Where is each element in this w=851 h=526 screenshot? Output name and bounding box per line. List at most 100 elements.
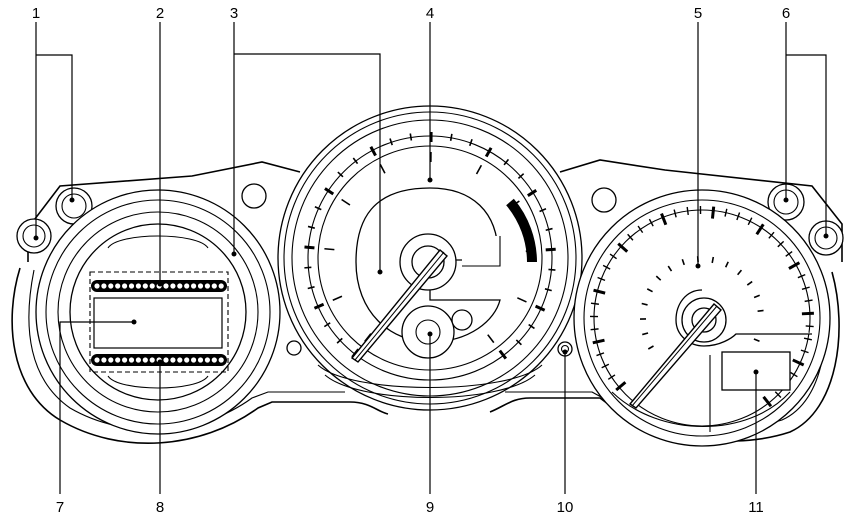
- callout-6: 6: [782, 5, 790, 22]
- scale-tick: [544, 288, 552, 292]
- scale-tick: [503, 158, 510, 166]
- scale-tick: [487, 334, 495, 344]
- indicator-light: [218, 283, 224, 289]
- right-needle: [628, 303, 722, 409]
- scale-tick: [648, 218, 654, 227]
- scale-tick: [592, 338, 605, 345]
- scale-tick: [601, 363, 610, 369]
- scale-tick: [597, 276, 606, 282]
- scale-tick: [341, 198, 351, 206]
- scale-tick: [641, 302, 648, 306]
- indicator-light: [184, 283, 190, 289]
- scale-tick: [757, 309, 764, 312]
- indicator-light: [204, 357, 210, 363]
- scale-tick: [590, 328, 599, 331]
- scale-tick: [369, 146, 377, 157]
- indicator-light: [197, 283, 204, 289]
- center-hub: [399, 233, 457, 291]
- indicator-light: [122, 357, 128, 363]
- indicator-light: [122, 283, 128, 289]
- callout-7: 7: [56, 499, 64, 516]
- indicator-light: [128, 283, 135, 289]
- scale-tick: [545, 227, 553, 231]
- callout-8: 8: [156, 499, 164, 516]
- scale-tick: [590, 302, 600, 305]
- scale-tick: [646, 288, 653, 293]
- indicator-light: [135, 357, 141, 363]
- leader-lines: [35, 22, 827, 494]
- scale-tick: [517, 297, 527, 303]
- scale-tick: [475, 164, 483, 175]
- indicator-light: [149, 283, 155, 289]
- scale-tick: [655, 275, 662, 281]
- scale-tick: [673, 209, 677, 218]
- indicator-light: [191, 357, 197, 363]
- scale-tick: [774, 391, 782, 398]
- scale-tick: [515, 339, 522, 346]
- scale-tick: [753, 294, 760, 299]
- callout-4: 4: [426, 5, 434, 22]
- scale-tick: [724, 261, 729, 268]
- scale-tick: [762, 395, 773, 408]
- scale-tick: [792, 358, 805, 367]
- indicator-light: [135, 283, 141, 289]
- scale-tick: [746, 280, 753, 286]
- indicator-light: [177, 357, 183, 363]
- leader-endpoints: [33, 177, 829, 375]
- indicator-light: [163, 357, 169, 363]
- indicator-light: [170, 357, 176, 363]
- indicator-light: [211, 357, 217, 363]
- indicator-light: [163, 283, 169, 289]
- scale-tick: [801, 311, 814, 316]
- center-redzone: [506, 198, 537, 263]
- scale-tick: [336, 337, 343, 344]
- callout-1: 1: [32, 5, 40, 22]
- scale-tick: [804, 299, 813, 303]
- callout-5: 5: [694, 5, 702, 22]
- scale-tick: [337, 171, 344, 178]
- scale-tick: [801, 286, 810, 291]
- scale-tick: [528, 323, 535, 330]
- callout-2: 2: [156, 5, 164, 22]
- scale-tick: [484, 147, 493, 158]
- scale-tick: [805, 325, 814, 328]
- scale-tick: [389, 138, 393, 146]
- scale-tick: [498, 349, 508, 360]
- indicator-light: [115, 357, 121, 363]
- scale-tick: [593, 288, 606, 295]
- scale-tick: [785, 250, 793, 257]
- scale-tick: [710, 206, 716, 219]
- scale-tick: [681, 258, 685, 266]
- indicator-light: [101, 283, 107, 289]
- indicator-light: [197, 357, 204, 363]
- scale-tick: [602, 264, 611, 270]
- scale-tick: [323, 322, 331, 328]
- indicator-light: [170, 283, 176, 289]
- scale-tick: [647, 345, 654, 350]
- callout-3: 3: [230, 5, 238, 22]
- scale-tick: [803, 337, 813, 341]
- scale-tick: [596, 352, 605, 357]
- scale-tick: [755, 223, 765, 236]
- indicator-light: [94, 283, 100, 289]
- scale-tick: [788, 261, 801, 270]
- scale-tick: [777, 240, 785, 248]
- indicator-light: [108, 357, 114, 363]
- scale-tick: [615, 381, 627, 392]
- lower-subdial: [401, 305, 473, 359]
- scale-tick: [711, 256, 715, 264]
- scale-tick: [304, 266, 312, 269]
- scale-tick: [617, 242, 629, 253]
- scale-tick: [768, 231, 775, 239]
- scale-tick: [724, 208, 728, 217]
- indicator-light: [149, 357, 155, 363]
- scale-tick: [534, 304, 546, 312]
- scale-tick: [548, 268, 556, 271]
- indicator-light: [191, 283, 197, 289]
- scale-tick: [527, 189, 538, 197]
- scale-tick: [607, 374, 616, 380]
- scale-tick: [314, 206, 322, 211]
- scale-tick: [797, 273, 806, 279]
- callout-9: 9: [426, 499, 434, 516]
